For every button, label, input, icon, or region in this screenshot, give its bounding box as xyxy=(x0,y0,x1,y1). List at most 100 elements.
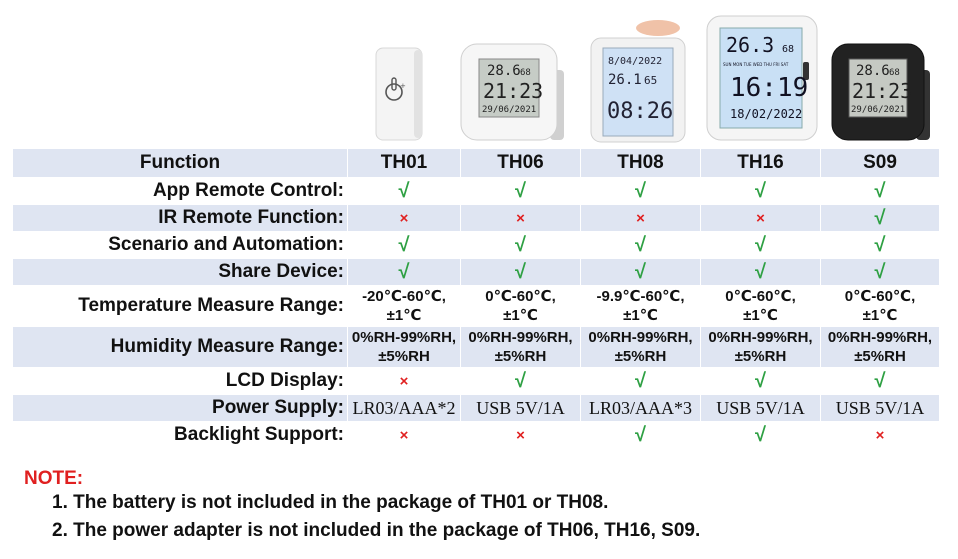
svg-text:68: 68 xyxy=(782,44,794,55)
table-cell: √ xyxy=(820,258,940,286)
function-label: Power Supply: xyxy=(12,394,348,422)
table-cell: × xyxy=(460,421,581,449)
table-cell: √ xyxy=(460,231,581,259)
svg-text:21:23: 21:23 xyxy=(483,79,543,103)
table-row: Scenario and Automation: √ √ √ √ √ xyxy=(12,231,940,259)
svg-text:68: 68 xyxy=(889,68,900,78)
range-tolerance: ±5%RH xyxy=(614,348,667,365)
table-cell: √ xyxy=(700,421,821,449)
table-cell: 0℃-60℃, ±1℃ xyxy=(460,285,581,327)
function-label: Humidity Measure Range: xyxy=(12,326,348,368)
table-cell: USB 5V/1A xyxy=(820,394,940,422)
table-row: Temperature Measure Range: -20℃-60℃,±1℃ … xyxy=(12,285,940,327)
table-cell: √ xyxy=(700,367,821,395)
column-header: S09 xyxy=(820,148,940,178)
table-cell: 0℃-60℃, ±1℃ xyxy=(700,285,821,327)
th08-device-image: 8/04/2022 26.1 65 08:26 xyxy=(590,20,686,143)
table-row: Share Device: √ √ √ √ √ xyxy=(12,258,940,286)
range-value: 0℃-60℃, xyxy=(485,288,556,305)
svg-text:28.6: 28.6 xyxy=(487,63,521,79)
function-label: Temperature Measure Range: xyxy=(12,285,348,327)
note-item: 1. The battery is not included in the pa… xyxy=(52,492,609,513)
table-cell: -9.9℃-60℃,±1℃ xyxy=(580,285,701,327)
comparison-table: Function TH01 TH06 TH08 TH16 S09 App Rem… xyxy=(12,148,940,449)
table-cell: √ xyxy=(347,258,461,286)
th01-device-image: + xyxy=(375,47,423,141)
table-cell: USB 5V/1A xyxy=(460,394,581,422)
svg-text:18/02/2022: 18/02/2022 xyxy=(730,107,802,121)
table-cell: √ xyxy=(347,231,461,259)
range-value: 0%RH-99%RH, xyxy=(588,329,693,346)
table-row: IR Remote Function: × × × × √ xyxy=(12,204,940,232)
svg-text:8/04/2022: 8/04/2022 xyxy=(608,56,662,67)
table-cell: × xyxy=(700,204,821,232)
table-cell: LR03/AAA*2 xyxy=(347,394,461,422)
function-label: Share Device: xyxy=(12,258,348,286)
column-header: TH08 xyxy=(580,148,701,178)
table-cell: × xyxy=(347,367,461,395)
table-cell: 0%RH-99%RH,±5%RH xyxy=(820,326,940,368)
table-cell: -20℃-60℃,±1℃ xyxy=(347,285,461,327)
range-tolerance: ±5%RH xyxy=(734,348,787,365)
table-cell: √ xyxy=(580,231,701,259)
range-value: 0%RH-99%RH, xyxy=(351,329,457,346)
function-label: Scenario and Automation: xyxy=(12,231,348,259)
table-cell: √ xyxy=(580,367,701,395)
range-tolerance: ±1℃ xyxy=(862,307,898,324)
range-value: 0%RH-99%RH, xyxy=(468,329,573,346)
table-cell: √ xyxy=(460,258,581,286)
svg-text:26.1: 26.1 xyxy=(608,72,642,88)
table-cell: √ xyxy=(460,177,581,205)
svg-text:65: 65 xyxy=(644,74,657,87)
table-cell: √ xyxy=(347,177,461,205)
range-tolerance: ±5%RH xyxy=(378,348,430,365)
table-cell: 0%RH-99%RH, ±5%RH xyxy=(347,326,461,368)
table-cell: √ xyxy=(820,231,940,259)
table-cell: √ xyxy=(700,177,821,205)
table-row: LCD Display: × √ √ √ √ xyxy=(12,367,940,395)
note-title: NOTE: xyxy=(24,468,84,489)
product-images: + 28.6 68 21:23 29/06/2021 8/04/2022 26.… xyxy=(0,0,958,146)
s09-device-image: 28.6 68 21:23 29/06/2021 xyxy=(831,43,930,141)
svg-text:28.6: 28.6 xyxy=(856,63,890,79)
svg-text:SUN MON TUE WED THU FRI SAT: SUN MON TUE WED THU FRI SAT xyxy=(723,62,789,67)
svg-text:29/06/2021: 29/06/2021 xyxy=(482,105,536,115)
table-header-row: Function TH01 TH06 TH08 TH16 S09 xyxy=(12,148,940,178)
column-header: TH01 xyxy=(347,148,461,178)
note-section: NOTE: xyxy=(24,468,83,490)
table-cell: × xyxy=(347,421,461,449)
table-row: Backlight Support: × × √ √ × xyxy=(12,421,940,449)
svg-text:21:23: 21:23 xyxy=(852,79,912,103)
range-tolerance: ±1℃ xyxy=(503,307,538,324)
table-cell: 0%RH-99%RH, ±5%RH xyxy=(580,326,701,368)
range-tolerance: ±1℃ xyxy=(743,307,778,324)
table-cell: × xyxy=(460,204,581,232)
range-value: 0℃-60℃, xyxy=(725,288,796,305)
function-label: IR Remote Function: xyxy=(12,204,348,232)
table-row: App Remote Control: √ √ √ √ √ xyxy=(12,177,940,205)
range-value: -9.9℃-60℃, xyxy=(596,288,685,305)
table-cell: 0%RH-99%RH,±5%RH xyxy=(460,326,581,368)
column-header: Function xyxy=(12,148,348,178)
table-cell: √ xyxy=(820,177,940,205)
table-cell: √ xyxy=(580,177,701,205)
table-row: Power Supply: LR03/AAA*2 USB 5V/1A LR03/… xyxy=(12,394,940,422)
table-row: Humidity Measure Range: 0%RH-99%RH, ±5%RH… xyxy=(12,326,940,368)
table-cell: √ xyxy=(580,258,701,286)
table-cell: √ xyxy=(700,231,821,259)
table-cell: √ xyxy=(820,367,940,395)
table-cell: √ xyxy=(820,204,940,232)
column-header: TH16 xyxy=(700,148,821,178)
table-cell: × xyxy=(820,421,940,449)
table-cell: USB 5V/1A xyxy=(700,394,821,422)
svg-text:68: 68 xyxy=(520,68,531,78)
svg-text:+: + xyxy=(400,82,406,90)
table-cell: × xyxy=(347,204,461,232)
svg-text:08:26: 08:26 xyxy=(607,99,673,124)
table-cell: √ xyxy=(700,258,821,286)
svg-text:29/06/2021: 29/06/2021 xyxy=(851,105,905,115)
note-item: 2. The power adapter is not included in … xyxy=(52,520,701,541)
table-cell: √ xyxy=(580,421,701,449)
table-cell: LR03/AAA*3 xyxy=(580,394,701,422)
table-cell: 0℃-60℃,±1℃ xyxy=(820,285,940,327)
